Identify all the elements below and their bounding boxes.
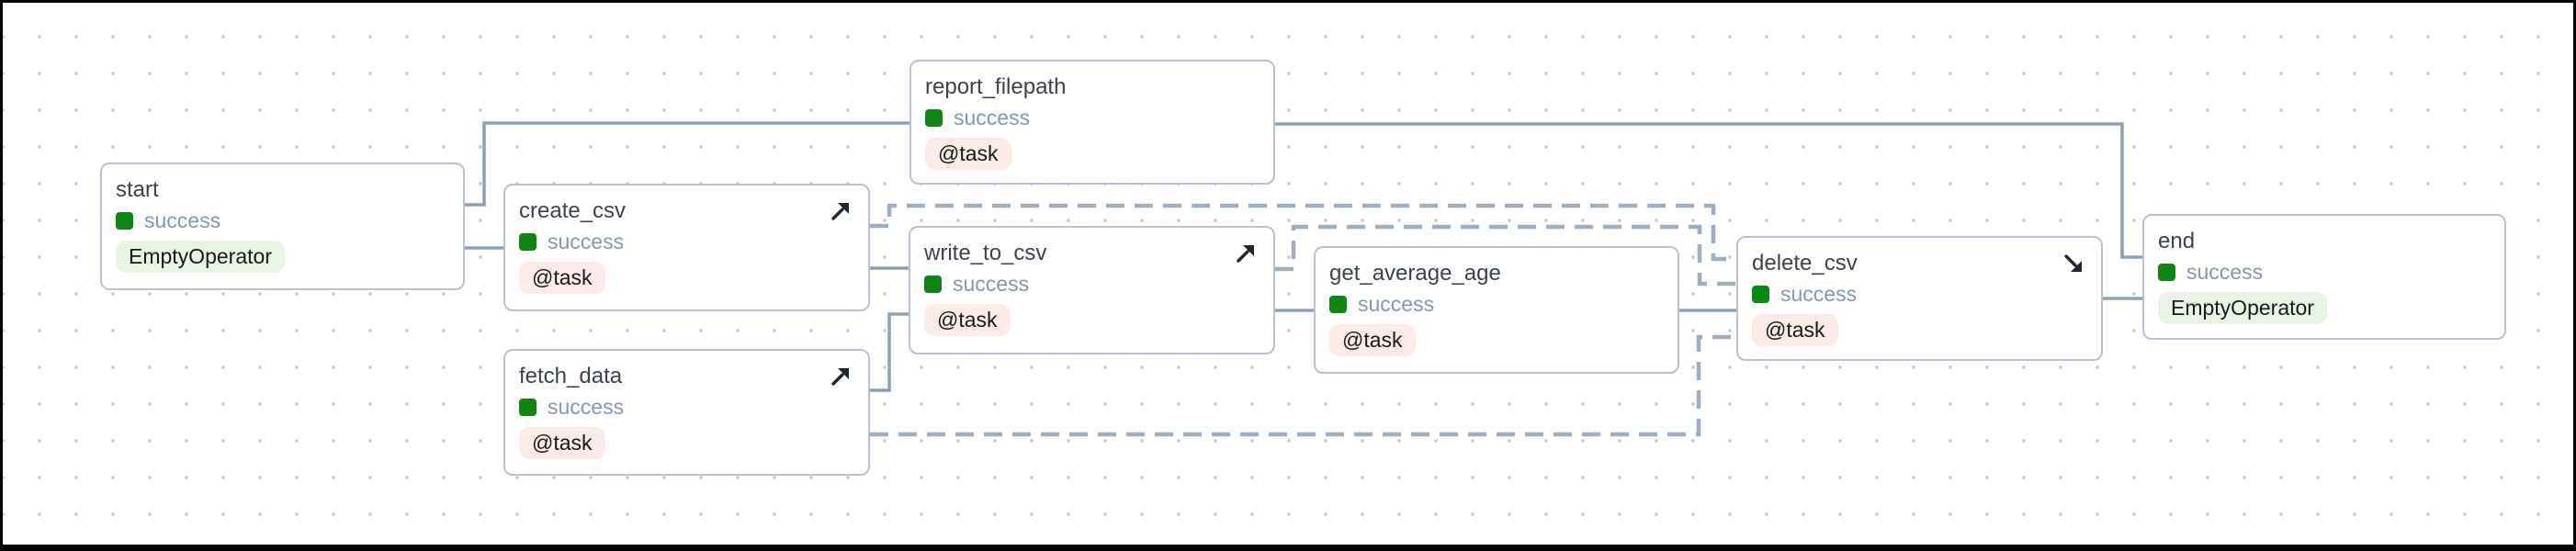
task-node-get_average_age[interactable]: get_average_age success @task [1314, 246, 1679, 374]
status-label: success [1358, 291, 1435, 316]
status-label: success [1780, 281, 1858, 306]
task-node-report_filepath[interactable]: report_filepath success @task [910, 60, 1275, 185]
success-status-square-icon [519, 398, 537, 416]
success-status-square-icon [519, 232, 537, 251]
task-title: report_filepath [925, 74, 1067, 99]
task-decorator-badge: @task [1752, 314, 1838, 346]
task-node-start[interactable]: start success EmptyOperator [100, 163, 465, 290]
task-status-row: success [1329, 292, 1663, 316]
task-title: write_to_csv [924, 241, 1047, 265]
status-label: success [548, 394, 625, 419]
setup-arrow-icon [831, 368, 849, 386]
setup-arrow-icon [1237, 245, 1254, 263]
task-title: delete_csv [1752, 251, 1858, 276]
task-node-fetch_data[interactable]: fetch_data success @task [503, 349, 870, 476]
status-label: success [953, 271, 1030, 296]
setup-teardown-edge-fetch_data-to-delete_csv [870, 334, 1736, 437]
task-title: create_csv [519, 198, 627, 223]
task-node-write_to_csv[interactable]: write_to_csv success @task [909, 226, 1275, 354]
task-status-row: success [2158, 260, 2490, 284]
status-label: success [954, 105, 1031, 129]
setup-arrow-icon [831, 203, 849, 220]
operator-badge: EmptyOperator [2158, 292, 2327, 324]
task-decorator-badge: @task [519, 262, 605, 294]
success-status-square-icon [924, 275, 942, 293]
success-status-square-icon [1752, 285, 1769, 303]
task-title: end [2158, 229, 2196, 253]
edge-fetch_data-to-write_to_csv [870, 312, 909, 392]
task-decorator-badge: @task [924, 304, 1011, 336]
success-status-square-icon [1329, 295, 1347, 313]
task-title: get_average_age [1329, 261, 1501, 286]
task-status-row: success [924, 272, 1259, 296]
edge-start-to-report_filepath [465, 121, 910, 207]
task-node-create_csv[interactable]: create_csv success @task [503, 184, 870, 311]
task-node-delete_csv[interactable]: delete_csv success @task [1736, 236, 2103, 361]
status-label: success [144, 208, 221, 232]
task-title: start [116, 177, 159, 202]
task-decorator-badge: @task [1329, 324, 1416, 356]
task-status-row: success [519, 395, 853, 419]
task-node-end[interactable]: end success EmptyOperator [2142, 214, 2506, 340]
success-status-square-icon [925, 108, 943, 127]
setup-teardown-edge-create_csv-to-delete_csv [870, 203, 1736, 262]
task-decorator-badge: @task [519, 427, 605, 459]
edge-report_filepath-to-end [1275, 122, 2142, 259]
task-status-row: success [519, 230, 853, 253]
operator-badge: EmptyOperator [116, 241, 285, 273]
success-status-square-icon [116, 211, 133, 230]
task-status-row: success [925, 106, 1259, 129]
task-status-row: success [1752, 282, 2086, 306]
task-title: fetch_data [519, 364, 623, 388]
task-status-row: success [116, 208, 448, 232]
success-status-square-icon [2158, 263, 2175, 281]
status-label: success [548, 229, 625, 253]
teardown-arrow-icon [2064, 254, 2082, 272]
status-label: success [2186, 259, 2264, 284]
task-decorator-badge: @task [925, 138, 1011, 170]
setup-teardown-edge-write_to_csv-to-delete_csv [1275, 224, 1736, 287]
